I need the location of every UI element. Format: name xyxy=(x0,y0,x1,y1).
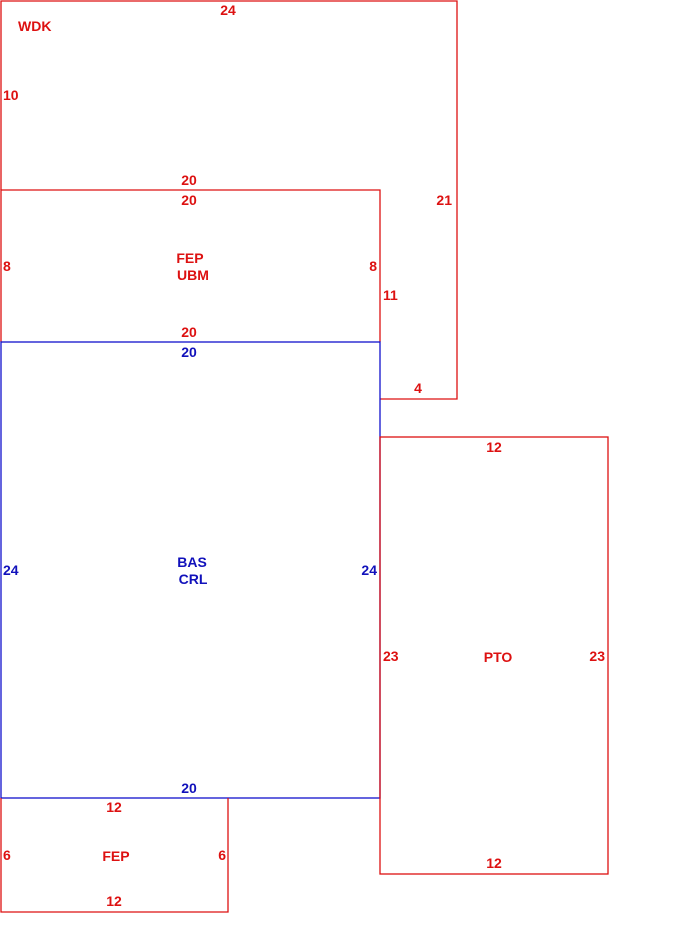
bas-crl-right-dim: 24 xyxy=(361,562,377,578)
wdk-left-dim: 10 xyxy=(3,87,19,103)
pto-right-dim: 23 xyxy=(589,648,605,664)
wdk-outline xyxy=(0,0,458,400)
bas-crl-bottom-dim: 20 xyxy=(181,780,197,796)
fep-ubm-outline xyxy=(0,189,381,342)
fep-bottom-left-dim: 6 xyxy=(3,847,11,863)
wdk-top-dim: 24 xyxy=(220,2,236,18)
bas-crl-label-line1: BAS xyxy=(177,554,207,570)
wdk-right-lower-dim: 11 xyxy=(383,287,398,303)
fep-ubm-label-line1: FEP xyxy=(176,250,203,266)
fep-bottom-right-dim: 6 xyxy=(218,847,226,863)
fep-bottom-bottom-dim: 12 xyxy=(106,893,122,909)
fep-bottom-label: FEP xyxy=(102,848,129,864)
pto-outline xyxy=(379,436,609,875)
fep-ubm-bottom-dim: 20 xyxy=(181,324,197,340)
fep-bottom-top-dim: 12 xyxy=(106,799,122,815)
fep-ubm-top-dim: 20 xyxy=(181,192,197,208)
fep-ubm-right-dim: 8 xyxy=(369,258,377,274)
bas-crl-outline xyxy=(0,341,381,799)
pto-label: PTO xyxy=(484,649,513,665)
pto-top-dim: 12 xyxy=(486,439,502,455)
pto-bottom-dim: 12 xyxy=(486,855,502,871)
pto-left-dim: 23 xyxy=(383,648,399,664)
fep-bottom-outline xyxy=(0,798,229,913)
bas-crl-label-line2: CRL xyxy=(179,571,208,587)
bas-crl-left-dim: 24 xyxy=(3,562,19,578)
bas-crl-top-dim: 20 xyxy=(181,344,197,360)
wdk-right-dim: 21 xyxy=(436,192,452,208)
wdk-step-dim: 4 xyxy=(414,380,422,396)
wdk-bottom-dim: 20 xyxy=(181,172,197,188)
fep-ubm-left-dim: 8 xyxy=(3,258,11,274)
fep-ubm-label-line2: UBM xyxy=(177,267,209,283)
wdk-label: WDK xyxy=(18,18,51,34)
